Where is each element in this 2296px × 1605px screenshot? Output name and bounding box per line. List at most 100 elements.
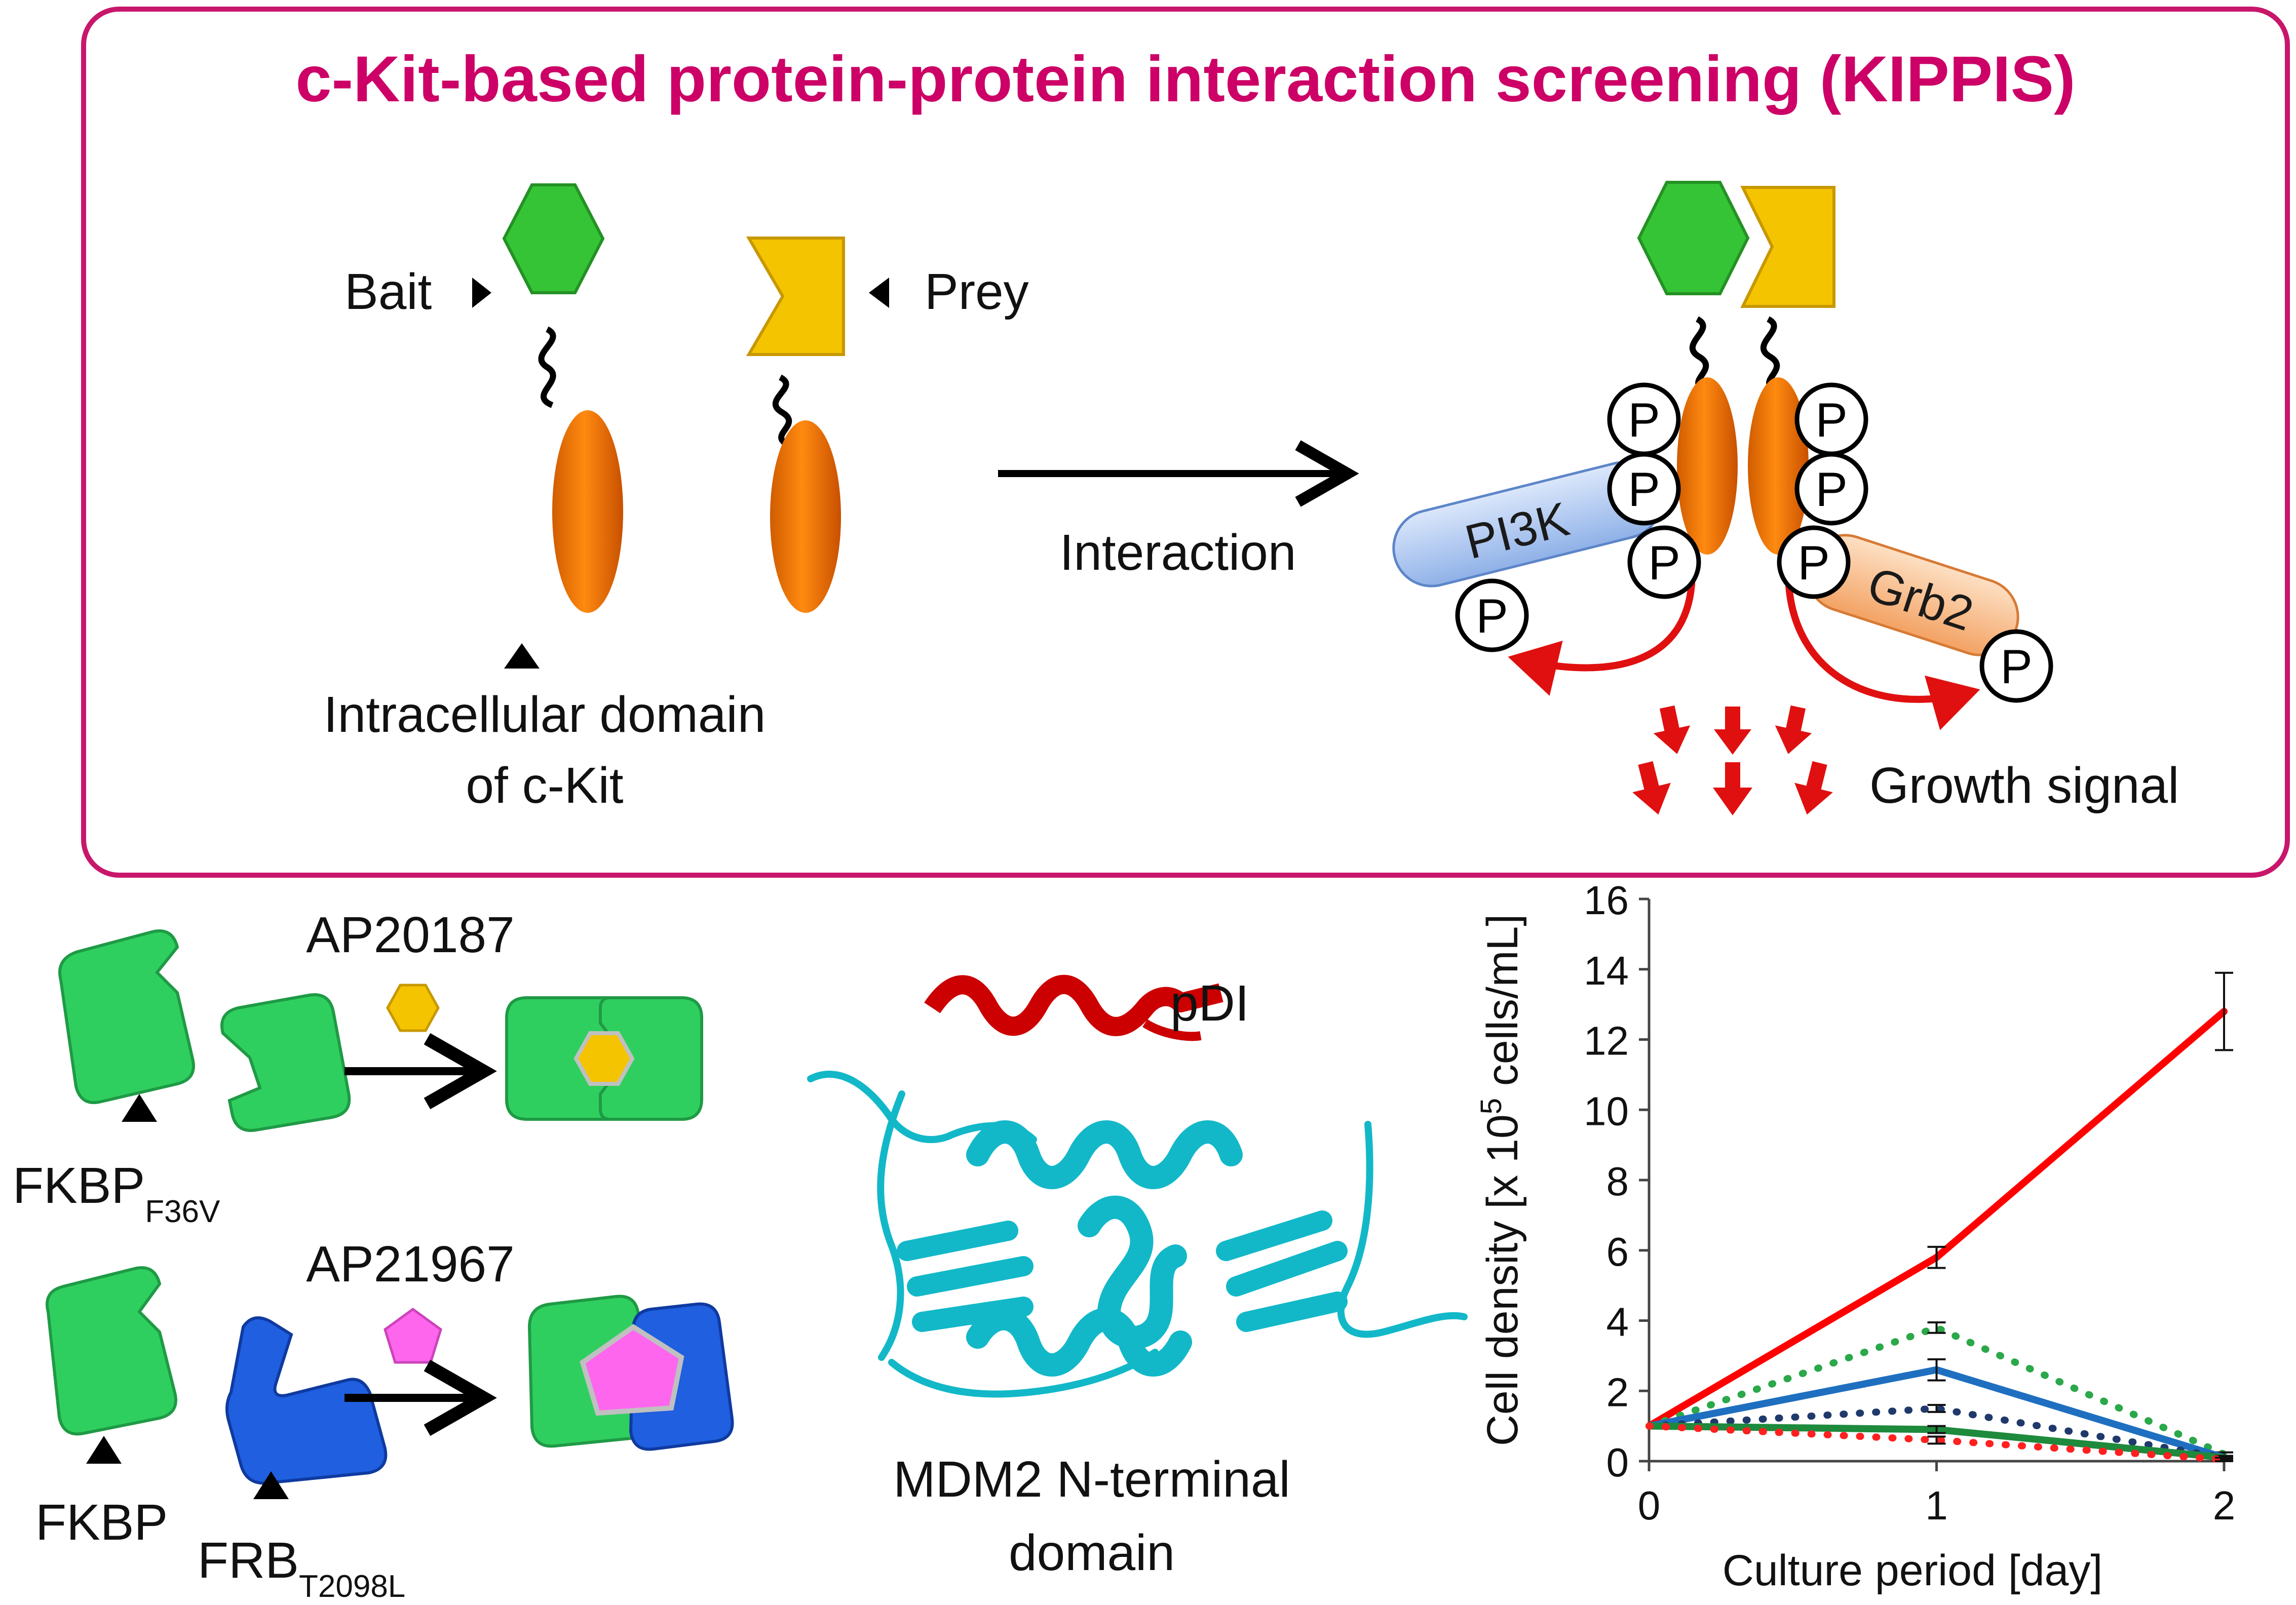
y-tick-label: 14 [1584,948,1629,993]
kippis-panel-border [81,7,2290,878]
prey-notch-icon [1740,186,1835,308]
fkbp-label: FKBP [35,1494,168,1551]
mdm2-helix-icon [966,1120,1243,1189]
phosphorylation-arrow-icon [1508,572,1696,696]
red-down-arrow-icon [1653,705,1691,754]
phospho-label: P [2000,640,2032,694]
phosphorylation-arrow-icon [1785,572,1980,730]
phospho-group: P [1794,382,1868,456]
prey-pointer-icon [869,278,889,308]
y-tick-label: 10 [1584,1088,1629,1133]
ckit-domain-icon [1748,377,1809,555]
phospho-label: P [1815,394,1847,447]
bait-pointer-icon [472,278,491,308]
linker-icon [772,374,792,449]
intracellular-label-line2: of c-Kit [466,757,623,814]
x-tick-label: 0 [1638,1483,1661,1528]
fkbp-pointer-icon [86,1436,122,1464]
phospho-label: P [1628,463,1660,517]
series-line [1646,1404,2228,1462]
panel-title: c-Kit-based protein-protein interaction … [295,43,2075,115]
series-line [1646,1324,2228,1458]
ckit-domain-icon [770,420,841,613]
growth-signal-arrows [1632,705,1833,815]
y-tick-label: 4 [1606,1300,1629,1345]
prey-construct [746,237,845,613]
series-line [1646,1422,2228,1463]
ap20187-label: AP20187 [306,907,514,963]
ap21967-system: FKBP FRBT2098L AP21967 [35,1236,734,1604]
x-tick-label: 1 [1925,1483,1948,1528]
pdi-helix-icon [1142,1019,1202,1041]
intracellular-label-line1: Intracellular domain [324,686,766,743]
mdm2-sheet-icon [897,1221,1034,1332]
interaction-label: Interaction [1060,524,1296,581]
phospho-group: P [1794,452,1868,526]
fkbp-f36v-label: FKBPF36V [13,1157,220,1229]
ap21967-ligand-icon [384,1307,442,1364]
fkbp-f36v-icon [220,993,351,1132]
ap21967-ligand-icon [580,1323,684,1416]
ckit-domain-icon [1677,377,1738,555]
bait-label: Bait [345,263,432,320]
bait-construct [502,183,623,613]
series-1 [1646,971,2233,1430]
y-tick-label: 12 [1584,1019,1629,1064]
ap21967-label: AP21967 [306,1236,514,1293]
y-tick-label: 6 [1606,1229,1629,1274]
phospho-group: P [1627,525,1701,599]
ap20187-ligand-icon [386,984,440,1032]
frb-pointer-icon [253,1471,289,1499]
growth-signal-label: Growth signal [1869,757,2179,814]
phospho-label: P [1815,463,1847,517]
linker-icon [538,326,556,408]
dimer-complex: PI3K Grb2 P P P P P P P P Growth signal [1392,181,2179,815]
y-tick-label: 2 [1606,1369,1629,1415]
phospho-group: P [1979,629,2053,703]
phospho-group: P [1607,382,1681,456]
intracellular-pointer-icon [504,643,540,669]
ap20187-system: FKBPF36V AP20187 [13,907,703,1229]
mdm2-loop-icon [1337,1121,1468,1338]
ap20187-ligand-icon [573,1031,635,1086]
red-down-arrow-icon [1794,761,1833,815]
phospho-group: P [1607,452,1681,526]
pdi-label: pDI [1170,975,1249,1032]
red-down-arrow-icon [1714,707,1751,755]
y-tick-label: 0 [1606,1440,1629,1485]
fkbp-icon [46,1266,177,1436]
mdm2-loop-icon [888,1349,1159,1398]
red-down-arrow-icon [1775,705,1812,754]
mdm2-helix-icon [1078,1195,1187,1349]
mdm2-sheet-icon [1216,1210,1348,1332]
mdm2-loop-icon [877,1090,905,1361]
bait-hexagon-icon [502,183,605,294]
frb-label: FRBT2098L [198,1532,405,1604]
bait-hexagon-icon [1637,181,1750,295]
phospho-label: P [1628,394,1660,447]
frb-icon [225,1316,388,1485]
series-6 [1646,1422,2233,1463]
y-tick-label: 16 [1584,878,1629,923]
pdi-helix-icon [924,974,1223,1036]
red-down-arrow-icon [1632,761,1671,815]
y-tick-label: 8 [1606,1159,1629,1204]
ckit-domain-icon [552,410,623,613]
fkbp-pointer-icon [122,1094,157,1122]
chart-xlabel: Culture period [day] [1723,1546,2103,1595]
x-tick-label: 2 [2213,1483,2236,1528]
phospho-group: P [1777,525,1851,599]
fkbp-f36v-icon [58,929,195,1104]
mdm2-structure: pDI MDM2 N-terminal domain [807,974,1468,1581]
phospho-label: P [1476,590,1508,643]
phospho-label: P [1797,536,1829,590]
mdm2-label-line1: MDM2 N-terminal [893,1451,1290,1508]
mdm2-label-line2: domain [1009,1524,1175,1581]
red-down-arrow-icon [1713,762,1752,815]
chart-ylabel: Cell density [x 105 cells/mL] [1475,914,1527,1446]
prey-notch-icon [746,237,845,356]
prey-label: Prey [925,263,1029,320]
phospho-group: P [1455,578,1529,652]
